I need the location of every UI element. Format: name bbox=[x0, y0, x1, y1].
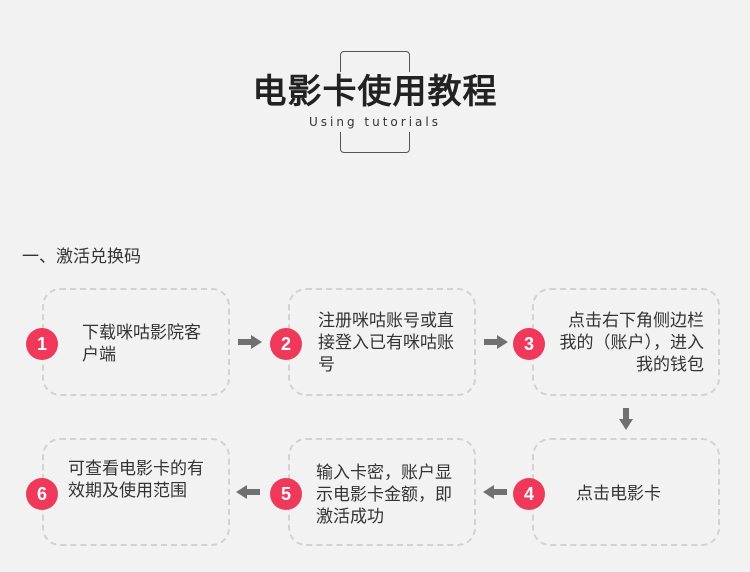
step-text-5: 输入卡密，账户显示电影卡金额，即激活成功 bbox=[316, 463, 452, 527]
step-text-6: 可查看电影卡的有效期及使用范围 bbox=[68, 459, 204, 501]
step-number-badge-1: 1 bbox=[26, 328, 58, 360]
step-text-1: 下载咪咕影院客户端 bbox=[82, 323, 201, 365]
step-card-3 bbox=[532, 288, 720, 396]
page-title: 电影卡使用教程 bbox=[252, 72, 498, 112]
arrow-down-icon bbox=[619, 408, 633, 430]
arrow-left-icon bbox=[483, 485, 507, 499]
step-number-badge-4: 4 bbox=[513, 478, 545, 510]
step-card-1 bbox=[42, 288, 230, 396]
step-number-badge-2: 2 bbox=[270, 328, 302, 360]
step-number-badge-6: 6 bbox=[26, 478, 58, 510]
step-text-3: 点击右下角侧边栏我的（账户），进入我的钱包 bbox=[559, 311, 705, 375]
step-card-2 bbox=[288, 288, 476, 396]
arrow-left-icon bbox=[236, 485, 260, 499]
page-subtitle: Using tutorials bbox=[309, 115, 441, 129]
step-number-badge-3: 3 bbox=[513, 328, 545, 360]
arrow-right-icon bbox=[484, 335, 508, 349]
step-number-badge-5: 5 bbox=[270, 478, 302, 510]
arrow-right-icon bbox=[238, 335, 262, 349]
step-card-5 bbox=[288, 438, 476, 546]
section-heading: 一、激活兑换码 bbox=[22, 247, 141, 267]
step-text-4: 点击电影卡 bbox=[576, 484, 661, 504]
step-text-2: 注册咪咕账号或直接登入已有咪咕账号 bbox=[318, 311, 454, 375]
title-frame-mask bbox=[230, 72, 520, 132]
